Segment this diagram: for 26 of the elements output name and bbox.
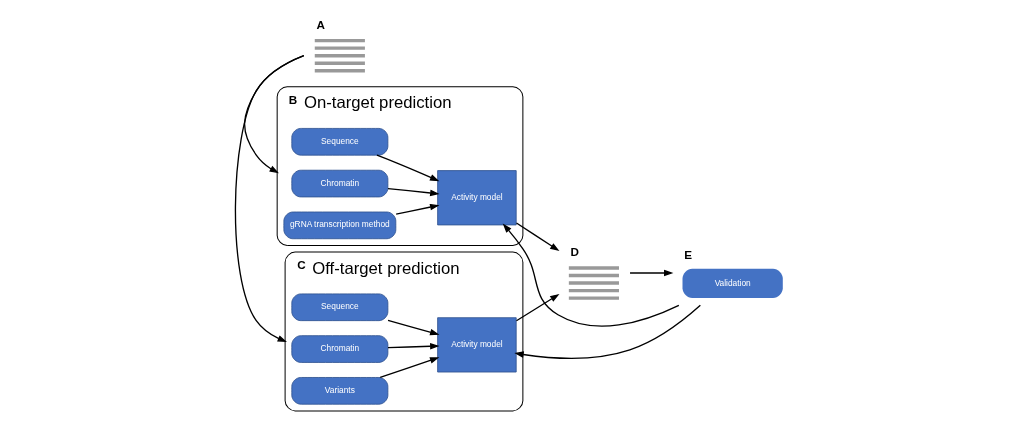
arrow <box>395 203 440 215</box>
node-box: Validation <box>682 268 783 299</box>
arrow <box>502 223 680 327</box>
node-label: E <box>684 247 692 261</box>
arrow <box>515 293 560 322</box>
arrow <box>387 319 440 336</box>
arrow <box>387 187 440 197</box>
arrow <box>515 222 560 252</box>
node-box: Sequence <box>291 293 389 322</box>
node-label: D <box>570 245 579 259</box>
arrow <box>376 154 440 182</box>
arrow <box>629 269 674 277</box>
node-box: Activity model <box>437 170 517 226</box>
node-box: gRNA transcription method <box>283 211 397 240</box>
node-label: A <box>316 18 325 32</box>
arrow <box>379 357 440 379</box>
node-box: Chromatin <box>291 335 389 363</box>
arrow <box>234 54 305 343</box>
arrow <box>514 304 701 359</box>
node-box: Chromatin <box>291 169 389 198</box>
node-label: C <box>297 257 306 271</box>
node-box: Sequence <box>291 128 389 156</box>
node-label: B <box>288 92 298 106</box>
arrow <box>387 343 440 350</box>
node-box: Variants <box>291 377 389 405</box>
node-box: Activity model <box>437 317 517 373</box>
